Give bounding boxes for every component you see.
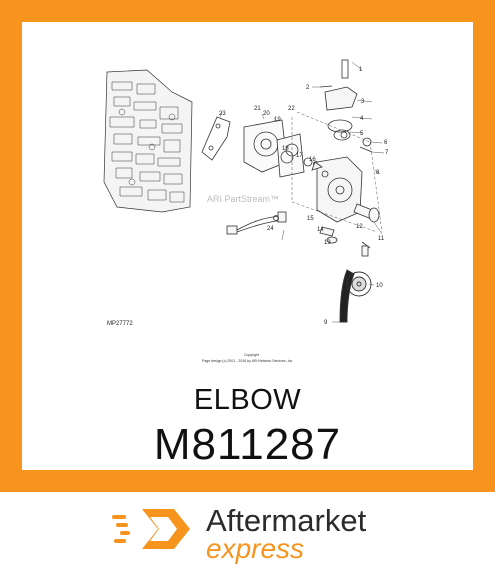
watermark-text: ARI PartStream™ <box>207 194 279 204</box>
callout-label: 14 <box>317 227 324 233</box>
callout-label: 12 <box>356 224 363 230</box>
pump-housing <box>243 119 305 178</box>
callout-label: 2 <box>306 85 310 91</box>
callout-label: 9 <box>324 320 328 326</box>
part-number: M811287 <box>153 420 342 469</box>
callout-numbers: 1 2 3 4 5 6 7 8 9 10 11 12 13 14 15 16 1… <box>219 67 389 326</box>
callout-label: 24 <box>267 226 274 232</box>
callout-label: 20 <box>263 111 270 117</box>
copyright-text: Page design (c) 2001 - 2016 by ARI Netwo… <box>202 359 293 363</box>
callout-label: 23 <box>219 111 226 117</box>
brand-name-line2: express <box>206 533 305 564</box>
water-pump-body <box>311 156 363 223</box>
callout-label: 16 <box>309 157 316 163</box>
callout-label: 7 <box>385 150 389 156</box>
thermostat-assembly <box>319 59 373 153</box>
product-panel: ARI PartStream™ 1 2 3 4 5 6 7 8 9 10 11 … <box>22 22 473 470</box>
callout-label: 1 <box>359 67 363 73</box>
callout-label: 17 <box>296 153 303 159</box>
callout-label: 6 <box>384 140 388 146</box>
parts-diagram: ARI PartStream™ 1 2 3 4 5 6 7 8 9 10 11 … <box>22 22 473 382</box>
exploded-view-drawing: ARI PartStream™ 1 2 3 4 5 6 7 8 9 10 11 … <box>103 59 389 363</box>
callout-label: 5 <box>360 131 364 137</box>
brand-name-line1: Aftermarket <box>206 503 367 538</box>
figure-id: MP27772 <box>107 321 133 327</box>
callout-label: 3 <box>361 99 365 105</box>
callout-label: 10 <box>376 283 383 289</box>
callout-label: 8 <box>376 170 380 176</box>
callout-label: 15 <box>307 216 314 222</box>
callout-label: 18 <box>282 146 289 152</box>
callout-label: 21 <box>254 106 261 112</box>
callout-label: 22 <box>288 106 295 112</box>
gasket-part <box>201 116 231 161</box>
copyright-title: Copyright <box>244 353 259 357</box>
leader-lines <box>219 61 385 323</box>
callout-label: 11 <box>378 236 385 242</box>
temperature-sender <box>226 211 287 235</box>
belt-and-pulley <box>339 269 372 323</box>
engine-block <box>103 69 193 213</box>
callout-label: 19 <box>274 117 281 123</box>
part-name: ELBOW <box>193 384 302 416</box>
callout-label: 13 <box>324 240 331 246</box>
pipe-fittings <box>319 203 380 257</box>
brand-footer <box>0 492 495 575</box>
hexagon-speed-logo-icon <box>112 509 190 549</box>
callout-label: 4 <box>360 116 364 122</box>
